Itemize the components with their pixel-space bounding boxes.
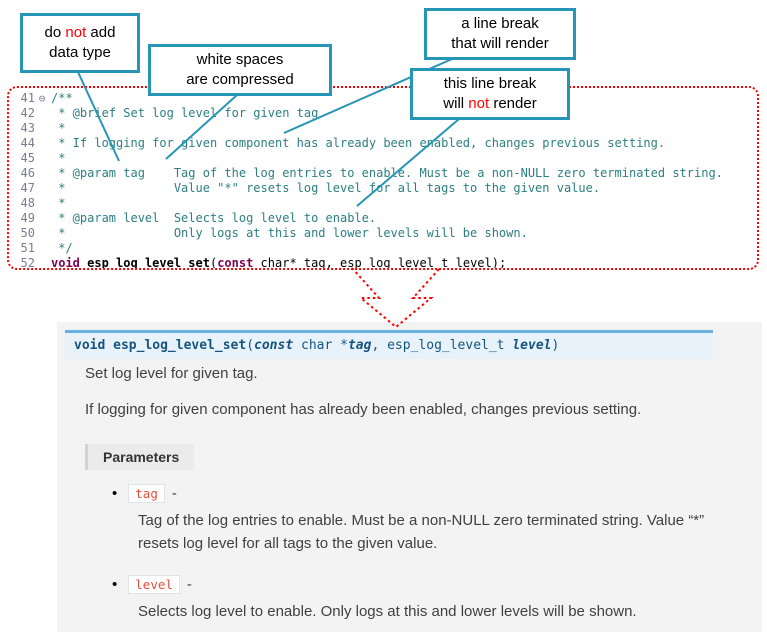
code-line: 50 * Only logs at this and lower levels … [20, 226, 528, 240]
code-line: 48 * [20, 196, 66, 210]
code-lines: 41⊖/**42 * @brief Set log level for give… [13, 91, 757, 270]
parameters-label: Parameters [85, 444, 195, 470]
param-description: Selects log level to enable. Only logs a… [138, 603, 637, 620]
param-description: Tag of the log entries to enable. Must b… [138, 512, 705, 552]
code-line: 41⊖/** [20, 91, 73, 105]
parameters-list: •tag-Tag of the log entries to enable. M… [112, 484, 757, 637]
function-signature: void esp_log_level_set(const char *tag, … [65, 330, 713, 359]
param-separator: - [171, 485, 177, 502]
param-name-chip: level [128, 575, 180, 594]
rendered-docs-panel: void esp_log_level_set(const char *tag, … [57, 322, 762, 632]
code-line: 42 * @brief Set log level for given tag [20, 106, 319, 120]
bullet-icon: • [112, 485, 118, 502]
detailed-description: If logging for given component has alrea… [85, 401, 642, 418]
renders-to-arrow-icon [351, 267, 441, 329]
code-line: 43 * [20, 121, 66, 135]
param-separator: - [186, 576, 192, 593]
param-name-chip: tag [128, 484, 165, 503]
code-line: 49 * @param level Selects log level to e… [20, 211, 377, 225]
parameter-item: • level- Selects log level to enable. Only… [112, 575, 757, 624]
code-line: 47 * Value "*" resets log level for all … [20, 181, 601, 195]
brief-description: Set log level for given tag. [85, 365, 258, 382]
code-line: 44 * If logging for given component has … [20, 136, 666, 150]
code-line: 45 * [20, 151, 66, 165]
parameter-item: • tag- Tag of the log entries to enable. M… [112, 484, 757, 555]
bullet-icon: • [112, 576, 118, 593]
code-line: 51 */ [20, 241, 73, 255]
source-code-editor: 41⊖/**42 * @brief Set log level for give… [7, 86, 759, 270]
code-line: 46 * @param tag Tag of the log entries t… [20, 166, 723, 180]
